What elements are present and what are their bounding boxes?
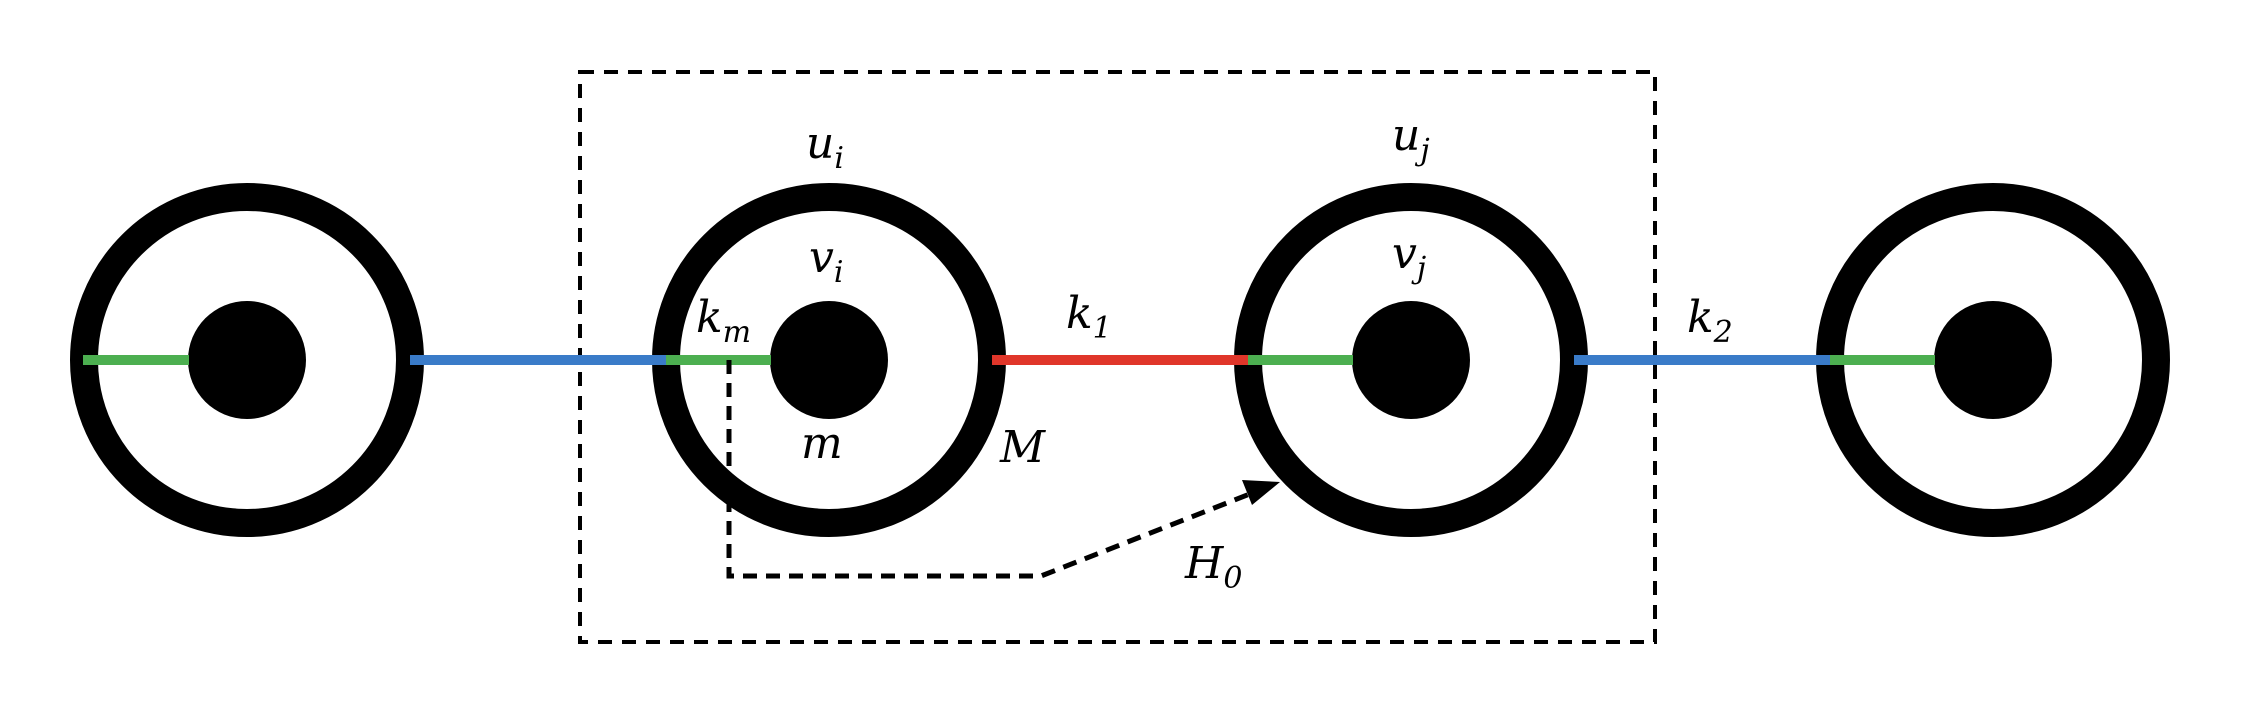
label-k1: k1 — [1066, 288, 1112, 346]
label-km: km — [696, 292, 751, 350]
label-h0: H0 — [1184, 538, 1242, 596]
node-1-core — [188, 301, 306, 419]
node-ui-core — [770, 301, 888, 419]
node-uj-core — [1352, 301, 1470, 419]
h0-path — [726, 360, 1280, 579]
h0-dashed-path — [726, 360, 1261, 579]
label-uj: uj — [1392, 110, 1430, 168]
label-vi: vi — [809, 232, 843, 290]
label-vj: vj — [1392, 228, 1426, 286]
label-ui: ui — [806, 118, 844, 176]
label-k2: k2 — [1687, 292, 1733, 350]
label-m: m — [801, 418, 843, 469]
node-4-core — [1934, 301, 2052, 419]
label-M: M — [999, 422, 1046, 473]
h0-arrowhead — [1242, 480, 1280, 505]
